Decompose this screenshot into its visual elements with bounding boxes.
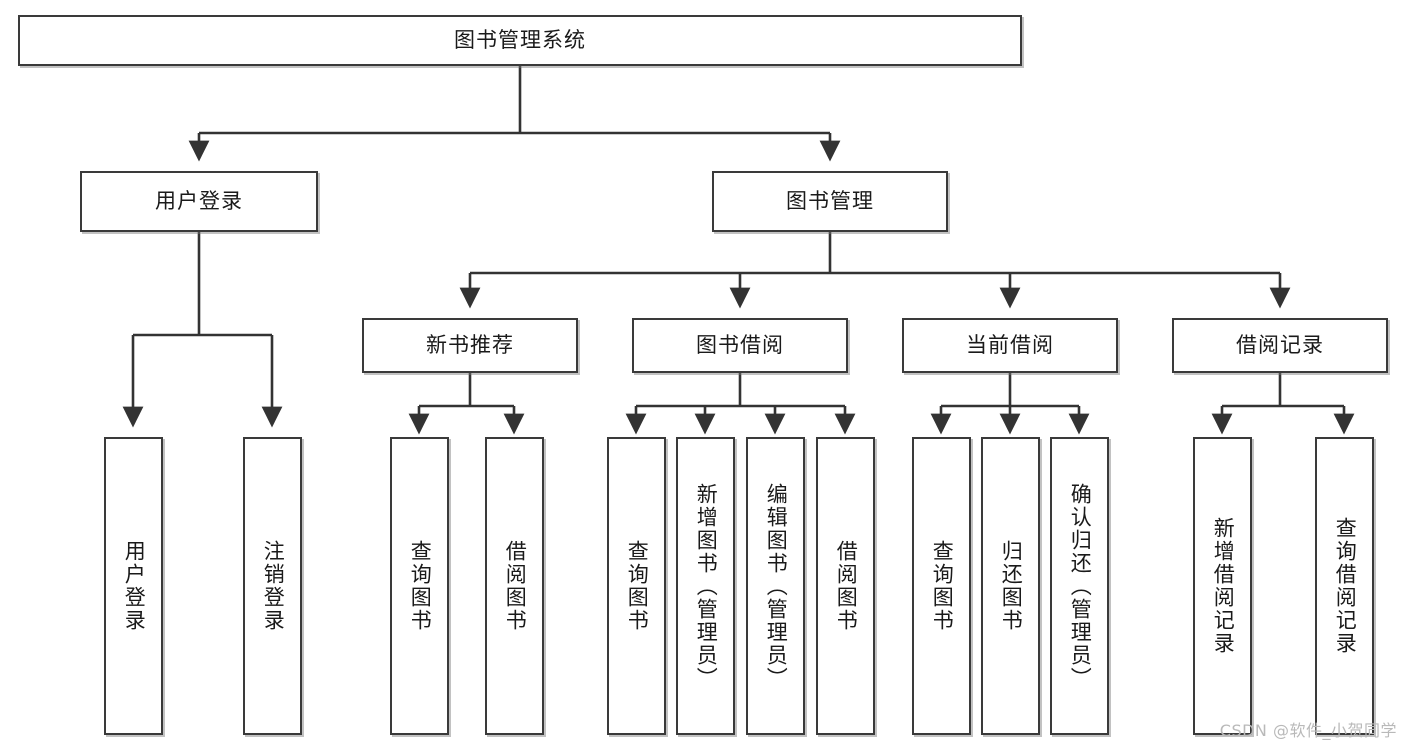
node-current-borrow[interactable]: 当前借阅 xyxy=(902,318,1118,373)
node-book-management[interactable]: 图书管理 xyxy=(712,171,948,232)
node-label: 用户登录 xyxy=(122,540,147,632)
node-book-borrow[interactable]: 图书借阅 xyxy=(632,318,848,373)
node-label: 借阅图书 xyxy=(834,540,859,632)
node-label: 查询图书 xyxy=(930,540,955,632)
leaf-current-borrow-return[interactable]: 归还图书 xyxy=(981,437,1040,735)
leaf-book-borrow-add[interactable]: 新增图书（管理员） xyxy=(676,437,735,735)
node-label: 查询图书 xyxy=(408,540,433,632)
node-label: 借阅记录 xyxy=(1236,332,1324,357)
node-label: 编辑图书（管理员） xyxy=(764,482,789,690)
node-label: 新书推荐 xyxy=(426,332,514,357)
leaf-book-borrow-query[interactable]: 查询图书 xyxy=(607,437,666,735)
node-label: 图书管理 xyxy=(786,188,874,213)
node-borrow-record[interactable]: 借阅记录 xyxy=(1172,318,1388,373)
node-label: 查询图书 xyxy=(625,540,650,632)
node-label: 查询借阅记录 xyxy=(1333,517,1358,655)
node-label: 注销登录 xyxy=(261,540,286,632)
node-label: 图书借阅 xyxy=(696,332,784,357)
node-label: 图书管理系统 xyxy=(454,27,586,52)
leaf-current-borrow-query[interactable]: 查询图书 xyxy=(912,437,971,735)
node-label: 借阅图书 xyxy=(503,540,528,632)
leaf-user-login-logout[interactable]: 注销登录 xyxy=(243,437,302,735)
csdn-watermark: CSDN @软件_小贺同学 xyxy=(1219,721,1397,740)
node-root-system[interactable]: 图书管理系统 xyxy=(18,15,1022,66)
node-label: 当前借阅 xyxy=(966,332,1054,357)
leaf-user-login-login[interactable]: 用户登录 xyxy=(104,437,163,735)
leaf-book-borrow-lend[interactable]: 借阅图书 xyxy=(816,437,875,735)
node-label: 新增图书（管理员） xyxy=(694,482,719,690)
node-label: 用户登录 xyxy=(155,188,243,213)
leaf-new-book-borrow[interactable]: 借阅图书 xyxy=(485,437,544,735)
leaf-current-borrow-confirm-return[interactable]: 确认归还（管理员） xyxy=(1050,437,1109,735)
leaf-borrow-record-add[interactable]: 新增借阅记录 xyxy=(1193,437,1252,735)
node-label: 新增借阅记录 xyxy=(1211,517,1236,655)
leaf-book-borrow-edit[interactable]: 编辑图书（管理员） xyxy=(746,437,805,735)
node-label: 归还图书 xyxy=(999,540,1024,632)
node-new-book-recommend[interactable]: 新书推荐 xyxy=(362,318,578,373)
node-user-login[interactable]: 用户登录 xyxy=(80,171,318,232)
leaf-borrow-record-query[interactable]: 查询借阅记录 xyxy=(1315,437,1374,735)
leaf-new-book-query[interactable]: 查询图书 xyxy=(390,437,449,735)
node-label: 确认归还（管理员） xyxy=(1068,482,1093,690)
